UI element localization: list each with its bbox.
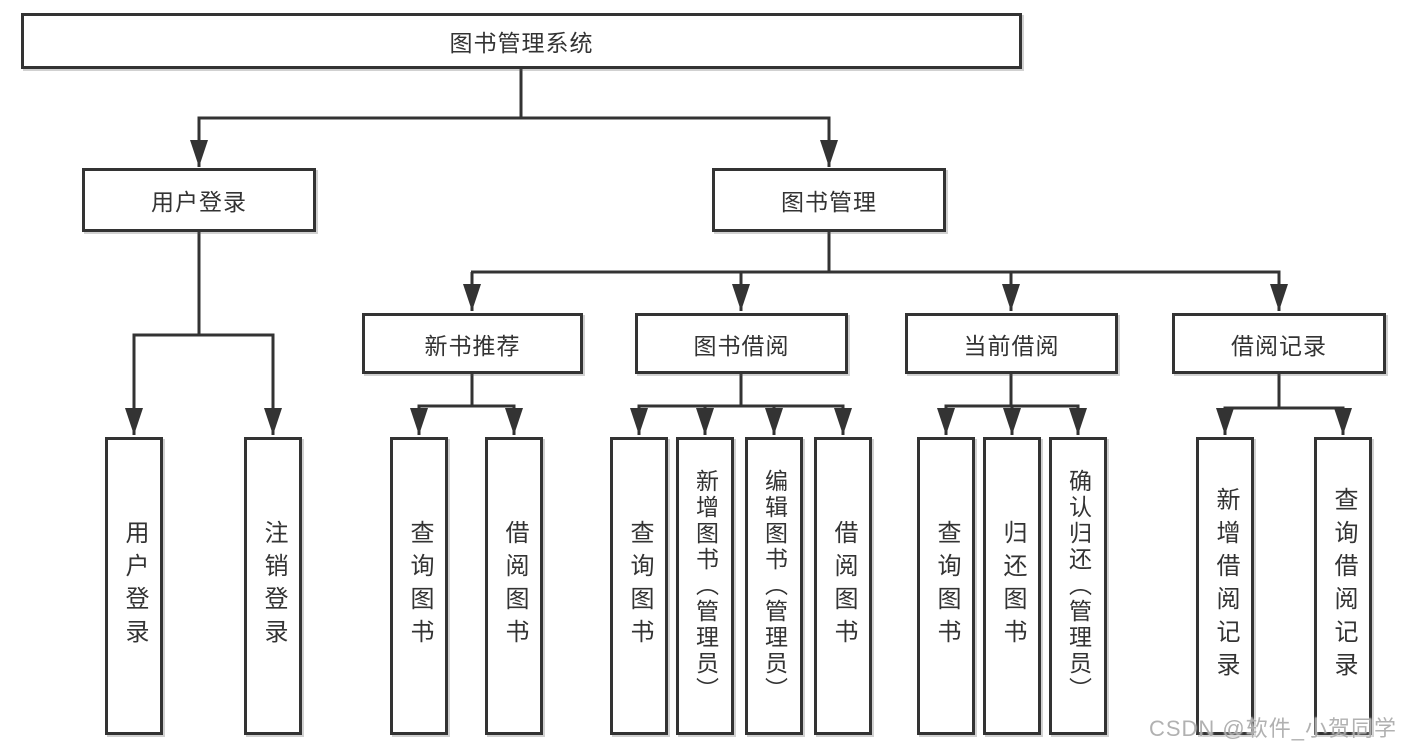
- node-leaf-bb-query-books: 查询图书: [610, 437, 668, 735]
- watermark: CSDN @软件_小贺同学: [1148, 716, 1397, 741]
- node-leaf-cb-query-books: 查询图书: [917, 437, 975, 735]
- node-user-login: 用户登录: [82, 168, 316, 232]
- node-leaf-user-login: 用户登录: [105, 437, 163, 735]
- node-leaf-bb-edit-books-admin: 编辑图书（管理员）: [745, 437, 803, 735]
- node-leaf-br-query-record: 查询借阅记录: [1314, 437, 1372, 735]
- node-leaf-cb-return-books: 归还图书: [983, 437, 1041, 735]
- node-leaf-nb-borrow-books: 借阅图书: [485, 437, 543, 735]
- node-book-management: 图书管理: [712, 168, 946, 232]
- node-book-borrowing: 图书借阅: [635, 313, 848, 374]
- node-leaf-br-add-record: 新增借阅记录: [1196, 437, 1254, 735]
- node-current-borrowing: 当前借阅: [905, 313, 1118, 374]
- node-leaf-bb-add-books-admin: 新增图书（管理员）: [676, 437, 734, 735]
- node-leaf-nb-query-books: 查询图书: [390, 437, 448, 735]
- node-new-book-recommendation: 新书推荐: [362, 313, 583, 374]
- node-borrowing-records: 借阅记录: [1172, 313, 1386, 374]
- node-leaf-logout: 注销登录: [244, 437, 302, 735]
- node-leaf-cb-confirm-return-admin: 确认归还（管理员）: [1049, 437, 1107, 735]
- node-leaf-bb-borrow-books: 借阅图书: [814, 437, 872, 735]
- node-library-management-system: 图书管理系统: [21, 13, 1022, 69]
